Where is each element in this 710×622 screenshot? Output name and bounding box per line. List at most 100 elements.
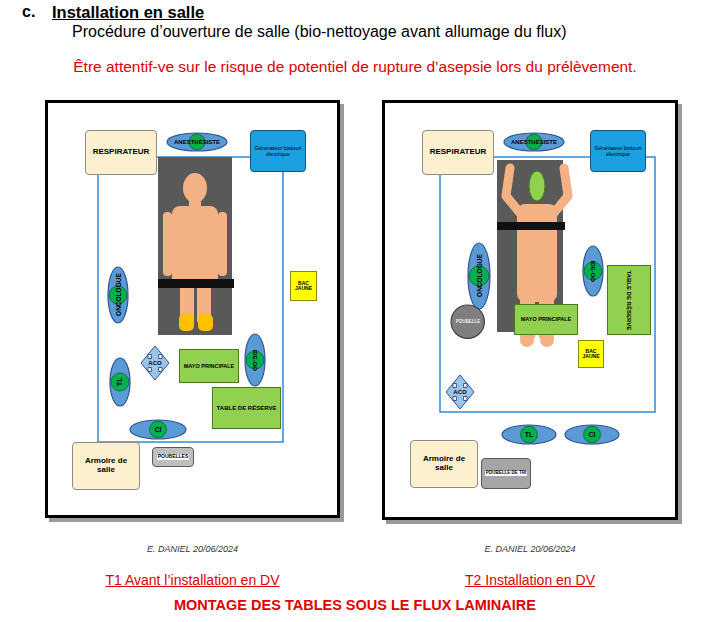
staff-ellipse <box>130 420 186 439</box>
generator-box: Générateur bistouri électrique <box>250 130 306 172</box>
node-label: POUBELLE <box>456 320 481 325</box>
node-label: CI <box>155 426 162 434</box>
node-label: Armoire de salle <box>75 457 137 475</box>
node-label: ONCOLOGUE <box>475 255 482 298</box>
node-label: ACO <box>453 389 466 396</box>
arrow-cross <box>446 375 474 409</box>
staff-position: TL <box>109 357 131 407</box>
figure-shape <box>98 157 283 442</box>
figure-shape <box>218 212 227 276</box>
bin-box: BAC JAUNE <box>578 340 604 368</box>
staff-ellipse <box>468 243 490 309</box>
figure-shape <box>440 157 655 412</box>
bin-disc <box>451 305 484 338</box>
node-label: ANESTHÉSISTE <box>174 139 220 146</box>
node-label: TL <box>116 378 124 387</box>
layout-panel: E. DANIEL 20/06/2024T2 Installation en D… <box>382 100 678 520</box>
author-credit: E. DANIEL 20/06/2024 <box>385 545 675 555</box>
staff-ellipse <box>502 425 556 444</box>
node-label: BAC JAUNE <box>581 349 601 360</box>
table-box: TABLE DE RÉSERVE <box>607 265 651 335</box>
staff-ellipse <box>167 133 227 151</box>
staff-position: CI <box>129 419 187 440</box>
layout-panel: E. DANIEL 20/06/2024T1 Avant l’installat… <box>45 100 340 518</box>
staff-ellipse <box>108 267 128 323</box>
panel-two-figure <box>385 103 675 517</box>
equipment-box: Armoire de salle <box>72 442 140 490</box>
move-arrows: ACO <box>140 345 170 381</box>
bin-box: BAC JAUNE <box>290 271 317 301</box>
node-label: TABLE DE RÉSERVE <box>626 270 633 330</box>
warning-note: Être attentif-ve sur le risque de potent… <box>73 58 636 76</box>
section-title: Installation en salle <box>52 3 204 22</box>
node-label: RESPIRATEUR <box>93 148 150 157</box>
staff-head <box>150 421 167 438</box>
node-label: IDE-OO <box>590 260 597 281</box>
staff-head <box>521 426 538 443</box>
staff-ellipse <box>504 133 564 151</box>
node-label: POUBELLES <box>157 454 190 460</box>
bin-circle: POUBELLE <box>450 304 485 339</box>
section-letter: c. <box>22 3 35 21</box>
figure-shape <box>198 314 213 331</box>
node-label: Générateur bistouri électrique <box>253 145 303 157</box>
figure-shape <box>385 103 675 517</box>
figure-shape <box>540 333 554 347</box>
figure-shape <box>529 171 545 201</box>
panel-caption: T1 Avant l’installation en DV <box>48 573 337 588</box>
node-label: IDE-OO <box>252 349 259 370</box>
figure-shape <box>497 222 565 230</box>
figure-shape <box>517 204 557 302</box>
equipment-box: RESPIRATEUR <box>85 130 157 175</box>
figure-shape <box>158 279 234 288</box>
subtitle: Procédure d’ouverture de salle (bio-nett… <box>72 23 567 41</box>
node-label: RESPIRATEUR <box>430 148 487 157</box>
node-label: TABLE DE RÉSERVE <box>217 405 277 412</box>
node-label: TL <box>525 431 534 439</box>
staff-ellipse <box>245 334 265 386</box>
node-label: Générateur bistouri électrique <box>593 145 643 157</box>
figure-shape <box>520 333 534 347</box>
staff-position: ANESTHÉSISTE <box>503 132 565 152</box>
staff-position: TL <box>501 424 557 445</box>
staff-head <box>111 373 129 391</box>
node-label: POUBELLE DE TRI <box>485 471 528 476</box>
figure-shape <box>163 212 172 276</box>
staff-position: ONCOLOGUE <box>107 266 129 324</box>
node-label: Armoire de salle <box>413 455 475 473</box>
generator-box: Générateur bistouri électrique <box>590 130 646 172</box>
staff-ellipse <box>565 425 619 444</box>
staff-position: CI <box>564 424 620 445</box>
equipment-box: Armoire de salle <box>410 440 478 488</box>
node-label: ONCOLOGUE <box>114 274 121 317</box>
node-label: ACO <box>148 360 161 367</box>
table-box: MAYO PRINCIPALE <box>179 349 239 383</box>
table-box: MAYO PRINCIPALE <box>514 304 578 335</box>
sorting-bin: POUBELLE DE TRI <box>481 458 531 489</box>
move-arrows: ACO <box>445 374 475 410</box>
node-label: MAYO PRINCIPALE <box>184 363 234 369</box>
figure-shape <box>179 314 194 331</box>
node-label: BAC JAUNE <box>293 281 314 292</box>
figure-shape <box>183 173 207 203</box>
staff-position: IDE-OO <box>582 245 604 297</box>
panel-one-figure <box>48 103 337 515</box>
staff-head <box>584 426 601 443</box>
panel-caption: T2 Installation en DV <box>385 573 675 588</box>
author-credit: E. DANIEL 20/06/2024 <box>48 545 337 555</box>
staff-position: ANESTHÉSISTE <box>166 132 228 152</box>
node-label: MAYO PRINCIPALE <box>521 316 571 322</box>
figure-caption: MONTAGE DES TABLES SOUS LE FLUX LAMINAIR… <box>174 597 536 613</box>
bin-box: POUBELLES <box>152 447 194 467</box>
figure-shape <box>172 206 218 286</box>
node-label: ANESTHÉSISTE <box>511 139 557 146</box>
table-box: TABLE DE RÉSERVE <box>212 387 281 429</box>
staff-ellipse <box>110 358 130 406</box>
arrow-cross <box>141 346 169 380</box>
staff-position: IDE-OO <box>244 333 266 387</box>
staff-ellipse <box>583 246 603 296</box>
node-label: CI <box>589 431 596 439</box>
equipment-box: RESPIRATEUR <box>422 130 494 175</box>
